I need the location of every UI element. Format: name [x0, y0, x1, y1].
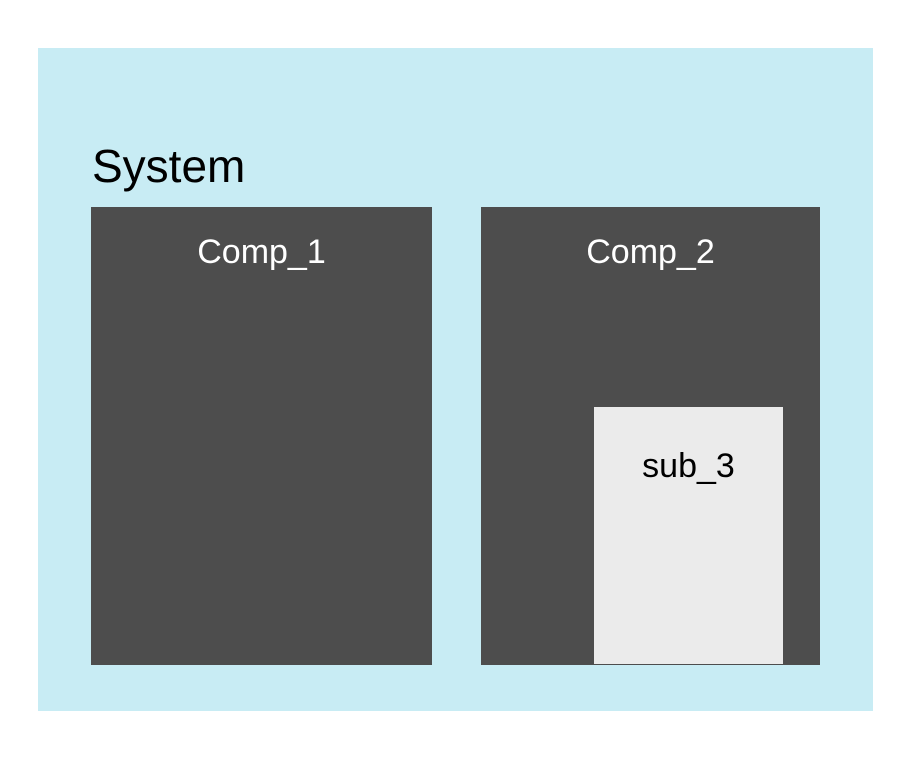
- component-label-comp-1: Comp_1: [197, 233, 326, 271]
- component-block-comp-1[interactable]: Comp_1: [91, 207, 432, 665]
- component-block-comp-2[interactable]: Comp_2 sub_3: [481, 207, 820, 665]
- subcomponent-block-sub-3[interactable]: sub_3: [594, 407, 783, 664]
- system-container[interactable]: System Comp_1 Comp_2 sub_3: [38, 48, 873, 711]
- system-title: System: [92, 140, 246, 192]
- component-label-comp-2: Comp_2: [586, 233, 715, 271]
- subcomponent-label-sub-3: sub_3: [642, 447, 735, 485]
